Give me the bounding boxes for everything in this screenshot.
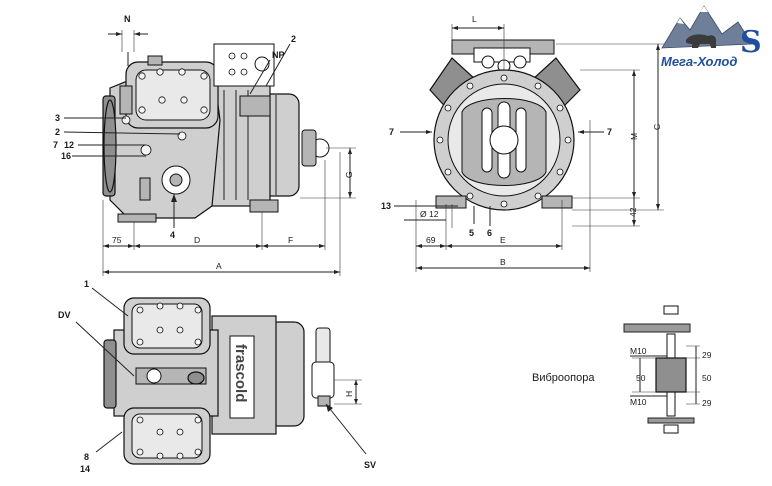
dim-69: 69 [426, 235, 436, 245]
nameplate: frascold [232, 344, 249, 402]
dim-50-height: 50 [702, 373, 712, 383]
dim-75: 75 [112, 235, 122, 245]
dim-e: E [500, 235, 506, 245]
label-5: 5 [469, 228, 474, 238]
label-sv: SV [364, 460, 376, 470]
label-7: 7 [53, 140, 58, 150]
dim-f: F [288, 235, 293, 245]
dim-m: M [629, 133, 639, 140]
vibration-mount: Виброопора 29 50 29 50 M10 M10 [532, 305, 712, 434]
label-np: NP [272, 50, 285, 60]
label-16: 16 [61, 151, 71, 161]
dim-29-bottom: 29 [702, 398, 712, 408]
dim-g: G [344, 171, 354, 178]
vibration-mount-title: Виброопора [532, 372, 595, 384]
label-7-right: 7 [607, 127, 612, 137]
thread-top: M10 [630, 346, 647, 356]
label-14: 14 [80, 464, 90, 474]
label-3: 3 [55, 113, 60, 123]
logo: S Мега-Холод [661, 5, 762, 69]
side-view: N 2 NP 3 2 7 12 16 4 G 75 D F A [53, 14, 356, 276]
logo-letter: S [740, 25, 762, 60]
dim-b: B [500, 257, 506, 267]
label-7-left: 7 [389, 127, 394, 137]
label-6: 6 [487, 228, 492, 238]
dim-29-top: 29 [702, 350, 712, 360]
label-2-top: 2 [291, 34, 296, 44]
label-dv: DV [58, 310, 71, 320]
label-12: 12 [64, 140, 74, 150]
label-8: 8 [84, 452, 89, 462]
dim-42: 42 [628, 207, 638, 217]
dim-l: L [472, 14, 477, 24]
dim-a: A [216, 261, 222, 271]
label-2-left: 2 [55, 127, 60, 137]
front-view: L M C 42 7 7 13 5 6 Ø 12 69 E B [381, 14, 664, 272]
dim-h: H [344, 391, 354, 397]
label-4: 4 [170, 230, 175, 240]
label-13: 13 [381, 201, 391, 211]
dim-c: C [652, 124, 662, 130]
label-1: 1 [84, 279, 89, 289]
bear-icon [685, 34, 716, 48]
dim-50-width: 50 [636, 373, 646, 383]
dim-d: D [194, 235, 200, 245]
thread-bottom: M10 [630, 397, 647, 407]
top-view: frascold 1 DV 8 14 SV [58, 279, 376, 474]
dim-dia12: Ø 12 [420, 209, 439, 219]
mountain-icon [661, 5, 753, 49]
label-n: N [124, 14, 131, 24]
logo-brand: Мега-Холод [661, 54, 737, 69]
